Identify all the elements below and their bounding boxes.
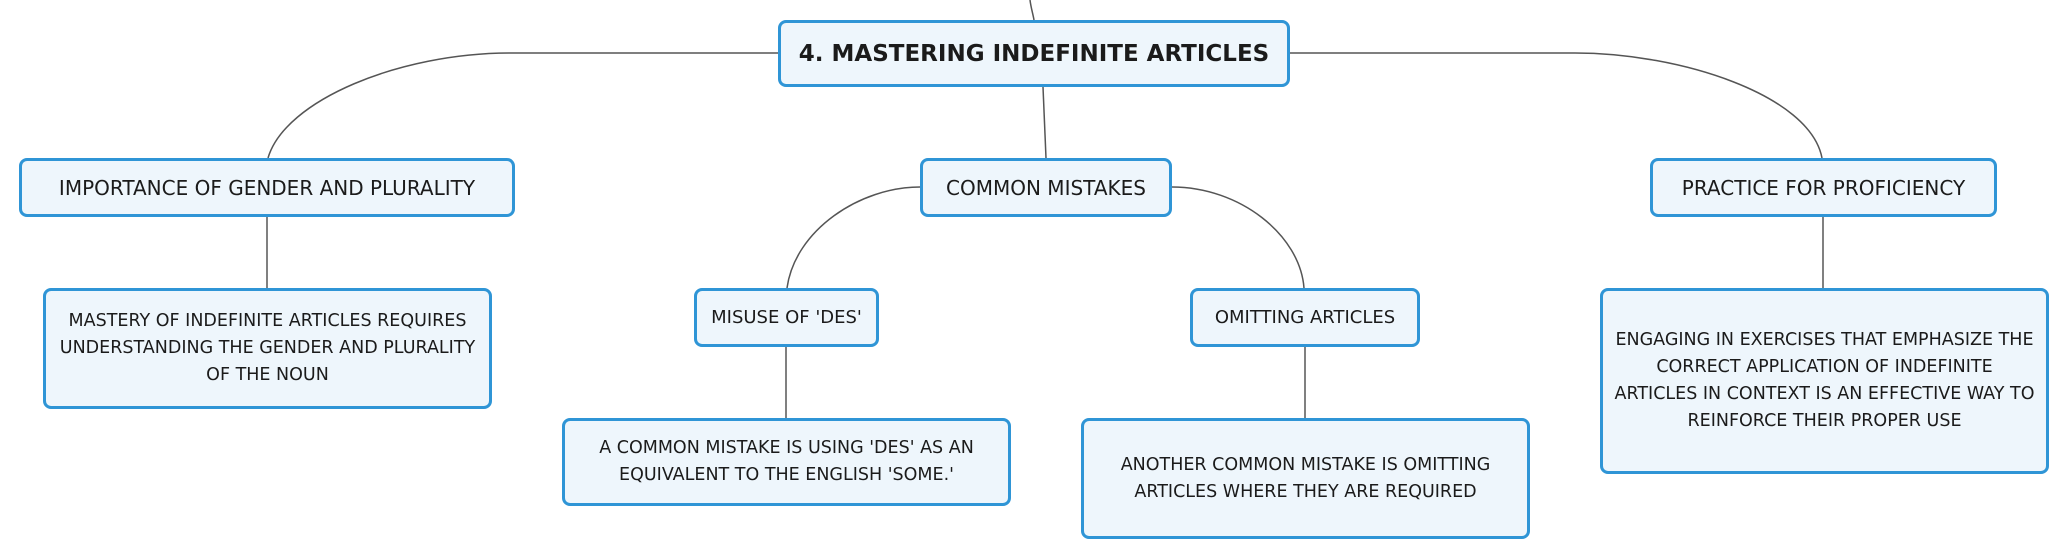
topic-practice-proficiency[interactable]: PRACTICE FOR PROFICIENCY xyxy=(1650,158,1997,217)
subtopic-omitting-articles-label: OMITTING ARTICLES xyxy=(1214,307,1396,328)
root-topic-node[interactable]: 4. MASTERING INDEFINITE ARTICLES xyxy=(778,20,1290,87)
topic-gender-plurality-label: IMPORTANCE OF GENDER AND PLURALITY xyxy=(58,175,476,200)
subtopic-misuse-des[interactable]: MISUSE OF 'DES' xyxy=(694,288,879,347)
detail-misuse-des[interactable]: A COMMON MISTAKE IS USING 'DES' AS AN EQ… xyxy=(562,418,1011,506)
subtopic-misuse-des-label: MISUSE OF 'DES' xyxy=(711,307,862,328)
topic-gender-plurality[interactable]: IMPORTANCE OF GENDER AND PLURALITY xyxy=(19,158,515,217)
detail-practice-proficiency-text: ENGAGING IN EXERCISES THAT EMPHASIZE THE… xyxy=(1614,330,2035,431)
connector-mistakes-to-omitting xyxy=(1171,186,1305,289)
detail-practice-proficiency[interactable]: ENGAGING IN EXERCISES THAT EMPHASIZE THE… xyxy=(1600,288,2049,474)
topic-practice-proficiency-label: PRACTICE FOR PROFICIENCY xyxy=(1681,175,1966,200)
root-topic-label: 4. MASTERING INDEFINITE ARTICLES xyxy=(798,40,1270,67)
connector-mistakes-to-misuse xyxy=(786,186,921,289)
detail-omitting-articles-text: ANOTHER COMMON MISTAKE IS OMITTING ARTIC… xyxy=(1120,454,1491,502)
connector-root-to-gender xyxy=(267,52,778,159)
detail-gender-plurality[interactable]: MASTERY OF INDEFINITE ARTICLES REQUIRES … xyxy=(43,288,492,409)
detail-omitting-articles[interactable]: ANOTHER COMMON MISTAKE IS OMITTING ARTIC… xyxy=(1081,418,1530,539)
detail-misuse-des-text: A COMMON MISTAKE IS USING 'DES' AS AN EQ… xyxy=(599,438,974,485)
subtopic-omitting-articles[interactable]: OMITTING ARTICLES xyxy=(1190,288,1420,347)
connector-root-to-practice xyxy=(1290,52,1823,159)
topic-common-mistakes-label: COMMON MISTAKES xyxy=(946,175,1146,200)
connector-root-to-mistakes xyxy=(1042,86,1047,159)
connector-parent-to-root xyxy=(1029,0,1035,21)
detail-gender-plurality-text: MASTERY OF INDEFINITE ARTICLES REQUIRES … xyxy=(59,311,476,385)
topic-common-mistakes[interactable]: COMMON MISTAKES xyxy=(920,158,1172,217)
